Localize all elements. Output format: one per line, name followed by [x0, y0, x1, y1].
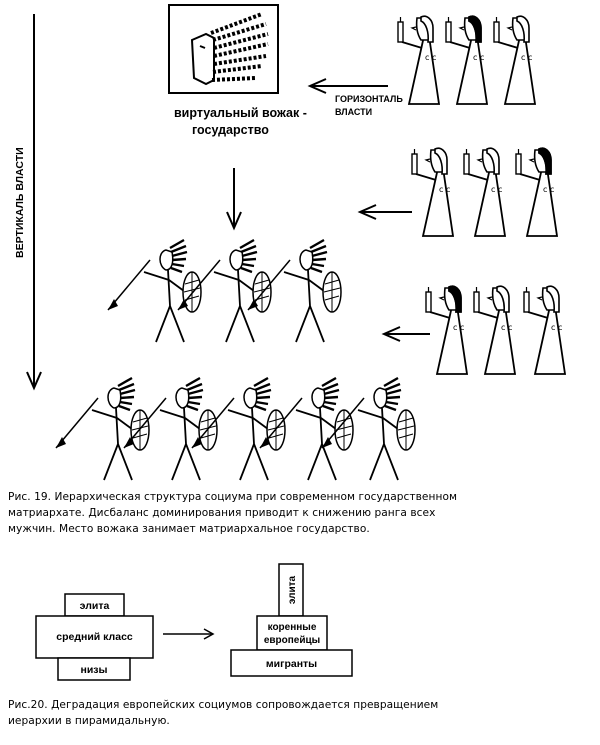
- left-hierarchy: элита средний класс низы: [35, 593, 154, 681]
- women-group-bottom: [426, 285, 566, 375]
- right-migrants-label: мигранты: [266, 658, 317, 670]
- left-lower-label: низы: [81, 664, 108, 676]
- left-lower-box: [57, 657, 131, 681]
- left-elite-label: элита: [80, 600, 110, 612]
- leader-label-line2: государство: [192, 123, 269, 137]
- figure19-caption-line: мужчин. Место вожака занимает матриархал…: [8, 523, 370, 535]
- figure20-caption-line: иерархии в пирамидальную.: [8, 715, 170, 727]
- figure20-caption-line: Рис.20. Деградация европейских социумов …: [8, 699, 439, 711]
- horizontal-arrow-bottom: [381, 326, 430, 342]
- leader-label-line1: виртуальный вожак -: [174, 106, 307, 120]
- warriors-lower-row: [54, 376, 417, 482]
- horizontal-arrow-middle: [357, 204, 412, 220]
- left-middle-class-label: средний класс: [56, 631, 133, 643]
- horizontal-arrow-top: [307, 78, 388, 94]
- figure19-caption-line: матриархате. Дисбаланс доминирования при…: [8, 507, 436, 519]
- women-group-top: [397, 15, 536, 105]
- right-migrants-box: [230, 649, 353, 677]
- right-natives-box: [256, 615, 328, 651]
- right-natives-label-line1: коренные: [268, 622, 317, 633]
- figure19-caption-line: Рис. 19. Иерархическая структура социума…: [8, 491, 458, 503]
- leader-down-arrow: [226, 168, 242, 231]
- women-group-middle: [411, 147, 557, 237]
- vertical-power-arrow: [26, 14, 42, 391]
- figure19-caption: Рис. 19. Иерархическая структура социума…: [8, 489, 596, 537]
- virtual-leader-portrait: [168, 4, 279, 94]
- right-pyramid: элита коренные европейцы мигранты: [230, 563, 353, 677]
- horizontal-power-label-line2: ВЛАСТИ: [335, 107, 372, 117]
- vertical-power-label: ВЕРТИКАЛЬ ВЛАСТИ: [14, 147, 26, 258]
- horizontal-power-label-line1: ГОРИЗОНТАЛЬ: [335, 94, 403, 104]
- transition-arrow: [163, 628, 215, 640]
- warriors-upper-row: [106, 238, 343, 344]
- right-elite-label: элита: [287, 575, 298, 604]
- figure20-caption: Рис.20. Деградация европейских социумов …: [8, 697, 596, 729]
- right-natives-label-line2: европейцы: [264, 635, 320, 646]
